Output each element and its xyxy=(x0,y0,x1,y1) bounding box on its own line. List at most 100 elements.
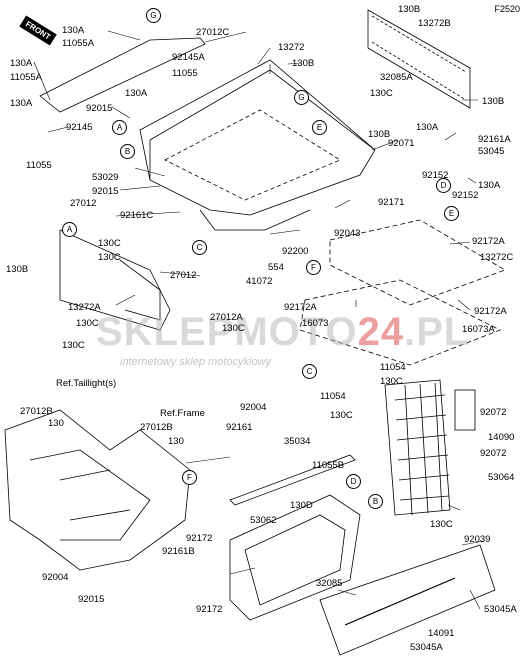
callout: 92161A xyxy=(478,134,511,145)
callout: 53045A xyxy=(484,604,517,615)
callout: 14091 xyxy=(428,628,455,639)
watermark-tagline: internetowy sklep motocyklowy xyxy=(120,356,272,368)
callout: 16073 xyxy=(302,318,329,329)
callout: 130 xyxy=(168,436,184,447)
net-mesh xyxy=(394,382,450,516)
marker-e: E xyxy=(444,206,459,221)
callout: 92004 xyxy=(240,402,267,413)
callout: 92015 xyxy=(92,186,119,197)
watermark-brand-suffix: .PL xyxy=(404,310,470,354)
side-panel-13272b-rib xyxy=(371,15,467,101)
callout: 130A xyxy=(416,122,439,133)
callout: 92172 xyxy=(186,533,213,544)
callout: 92172A xyxy=(472,236,505,247)
callout: 41072 xyxy=(246,276,273,287)
callout: 11055A xyxy=(62,38,95,49)
bed-front-wall xyxy=(149,69,376,180)
callout: 13272 xyxy=(278,42,305,53)
frame-brace xyxy=(59,469,131,521)
callout: 554 xyxy=(268,262,284,273)
callout: 13272C xyxy=(480,252,514,263)
callout: 92172A xyxy=(474,306,507,317)
callout: 130C xyxy=(430,519,453,530)
callout: 130B xyxy=(368,129,391,140)
callout: 130A xyxy=(62,25,85,36)
callout: 92004 xyxy=(42,572,69,583)
marker-f: F xyxy=(182,470,197,485)
floor-rib-outline xyxy=(164,109,341,201)
callout: 27012A xyxy=(210,312,243,323)
ref-taillight-label: Ref.Taillight(s) xyxy=(56,378,117,389)
callout: 11055 xyxy=(172,68,198,79)
callout: 92039 xyxy=(464,534,491,545)
callout: 27012 xyxy=(170,270,197,281)
callout: 11054 xyxy=(320,391,346,402)
floor-crossmember xyxy=(199,209,311,231)
callout: 11055 xyxy=(26,160,52,171)
callout: 130C xyxy=(76,318,99,329)
callout: 92161C xyxy=(120,210,154,221)
callout: 16073A xyxy=(462,324,495,335)
marker-g: G xyxy=(146,8,161,23)
callout: 27012C xyxy=(196,27,230,38)
callout: 92145 xyxy=(66,122,93,133)
callout: 92145A xyxy=(172,52,205,63)
callout: 53045 xyxy=(478,146,505,157)
callout: 13272A xyxy=(68,302,101,313)
callout: 11055B xyxy=(312,460,345,471)
net-53064 xyxy=(384,379,451,516)
callout: 92071 xyxy=(388,138,415,149)
frame-crossmember xyxy=(29,449,151,541)
tailgate-inner-panel xyxy=(244,514,346,606)
callout: 11054 xyxy=(380,362,406,373)
kawasaki-emblem-outline xyxy=(344,577,456,626)
callout: 92152 xyxy=(422,170,449,181)
ref-frame-label: Ref.Frame xyxy=(160,408,205,419)
mat-13272c xyxy=(329,219,506,306)
callout: 130 xyxy=(48,418,64,429)
callout: 130B xyxy=(6,264,29,275)
callout: 130D xyxy=(290,500,313,511)
callout: 130C xyxy=(98,238,121,249)
callout: 92072 xyxy=(480,448,507,459)
callout: 53045A xyxy=(410,642,443,653)
callout: 92072 xyxy=(480,407,507,418)
callout: 130B xyxy=(292,58,315,69)
callout: 53062 xyxy=(250,515,277,526)
callout: 92015 xyxy=(86,103,113,114)
callout: 27012B xyxy=(20,406,53,417)
callout: 92161 xyxy=(226,422,253,433)
figure-code: F2520 xyxy=(494,4,520,14)
callout: 130C xyxy=(222,323,245,334)
marker-c: C xyxy=(302,364,317,379)
callout: 32085A xyxy=(380,72,413,83)
callout: 92015 xyxy=(78,594,105,605)
callout: 130C xyxy=(98,252,121,263)
callout: 130A xyxy=(478,180,501,191)
taillight-bracket xyxy=(119,259,161,321)
marker-e: E xyxy=(312,120,327,135)
callout: 130A xyxy=(125,88,148,99)
latch-14090 xyxy=(454,389,476,431)
side-panel-13272b xyxy=(367,9,471,109)
callout: 130C xyxy=(380,376,403,387)
callout: 11055A xyxy=(10,72,43,83)
callout: 130C xyxy=(370,88,393,99)
watermark-logo: SKLEPMOTO24.PL xyxy=(96,310,469,355)
marker-b: B xyxy=(368,494,383,509)
callout: 92161B xyxy=(162,546,195,557)
watermark-brand-accent: 24 xyxy=(357,310,405,354)
tailgate-14091 xyxy=(319,544,496,656)
callout: 130A xyxy=(10,58,33,69)
watermark-brand-main: SKLEPMOTO xyxy=(96,310,358,354)
callout: 32085 xyxy=(316,578,343,589)
callout: 53029 xyxy=(92,172,119,183)
callout: 130A xyxy=(10,98,33,109)
side-panel-13272a xyxy=(59,229,171,331)
callout: 13272B xyxy=(418,18,451,29)
marker-c: C xyxy=(192,240,207,255)
callout: 130C xyxy=(330,410,353,421)
frame-assembly xyxy=(4,409,191,571)
